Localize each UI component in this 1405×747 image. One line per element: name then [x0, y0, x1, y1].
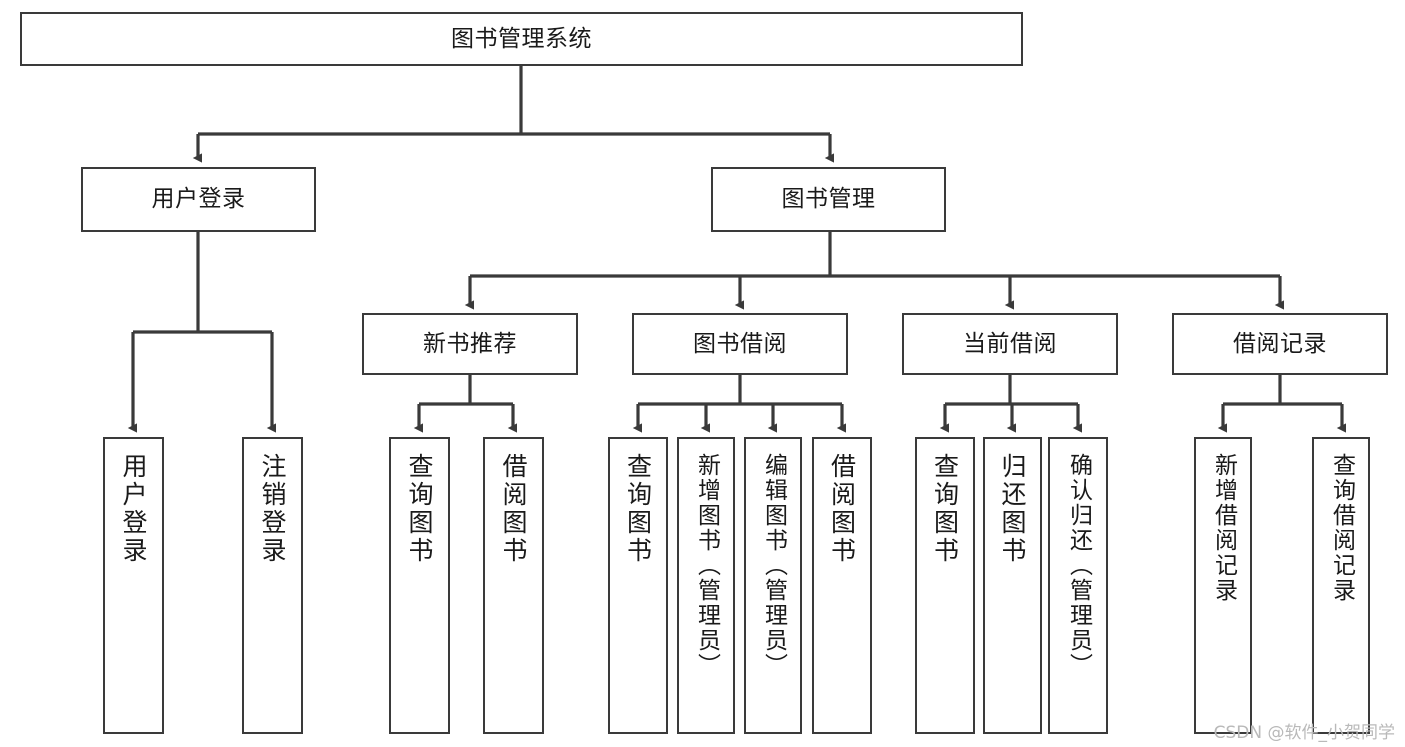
- node-label: 借阅图书: [827, 453, 857, 565]
- node-leaf-edit-book-admin[interactable]: 编辑图书（管理员）: [744, 437, 802, 734]
- node-label: 新增图书（管理员）: [693, 453, 720, 678]
- node-leaf-return-book[interactable]: 归还图书: [983, 437, 1042, 734]
- node-label: 图书管理系统: [451, 25, 592, 52]
- node-label: 新增借阅记录: [1210, 453, 1237, 603]
- node-leaf-add-book-admin[interactable]: 新增图书（管理员）: [677, 437, 735, 734]
- node-label: 用户登录: [151, 186, 246, 213]
- node-label: 借阅记录: [1233, 330, 1327, 357]
- node-leaf-logout[interactable]: 注销登录: [242, 437, 303, 734]
- node-label: 查询图书: [930, 453, 960, 565]
- node-leaf-query-book-current[interactable]: 查询图书: [915, 437, 975, 734]
- node-book-borrow[interactable]: 图书借阅: [632, 313, 848, 375]
- node-label: 查询图书: [623, 453, 653, 565]
- node-label: 用户登录: [119, 453, 148, 565]
- node-borrow-records[interactable]: 借阅记录: [1172, 313, 1388, 375]
- node-label: 注销登录: [258, 453, 287, 565]
- node-leaf-query-book-newbook[interactable]: 查询图书: [389, 437, 450, 734]
- node-label: 当前借阅: [963, 330, 1057, 357]
- csdn-watermark: CSDN @软件_小贺同学: [1213, 723, 1395, 743]
- node-root-book-management-system[interactable]: 图书管理系统: [20, 12, 1023, 66]
- node-label: 图书借阅: [693, 330, 787, 357]
- node-label: 归还图书: [998, 453, 1027, 565]
- node-label: 查询借阅记录: [1328, 453, 1355, 603]
- node-current-borrow[interactable]: 当前借阅: [902, 313, 1118, 375]
- node-label: 图书管理: [781, 186, 876, 213]
- node-leaf-borrow-book[interactable]: 借阅图书: [812, 437, 872, 734]
- node-leaf-confirm-return-admin[interactable]: 确认归还（管理员）: [1048, 437, 1108, 734]
- node-leaf-add-borrow-record[interactable]: 新增借阅记录: [1194, 437, 1252, 734]
- node-label: 确认归还（管理员）: [1065, 453, 1092, 678]
- node-user-login[interactable]: 用户登录: [81, 167, 316, 232]
- node-label: 编辑图书（管理员）: [760, 453, 787, 678]
- node-leaf-borrow-book-newbook[interactable]: 借阅图书: [483, 437, 544, 734]
- node-book-management[interactable]: 图书管理: [711, 167, 946, 232]
- node-leaf-query-book-borrow[interactable]: 查询图书: [608, 437, 668, 734]
- node-label: 新书推荐: [423, 330, 517, 357]
- node-new-book-recommend[interactable]: 新书推荐: [362, 313, 578, 375]
- node-label: 借阅图书: [499, 453, 528, 565]
- node-leaf-query-borrow-record[interactable]: 查询借阅记录: [1312, 437, 1370, 734]
- node-label: 查询图书: [405, 453, 434, 565]
- node-leaf-user-login[interactable]: 用户登录: [103, 437, 164, 734]
